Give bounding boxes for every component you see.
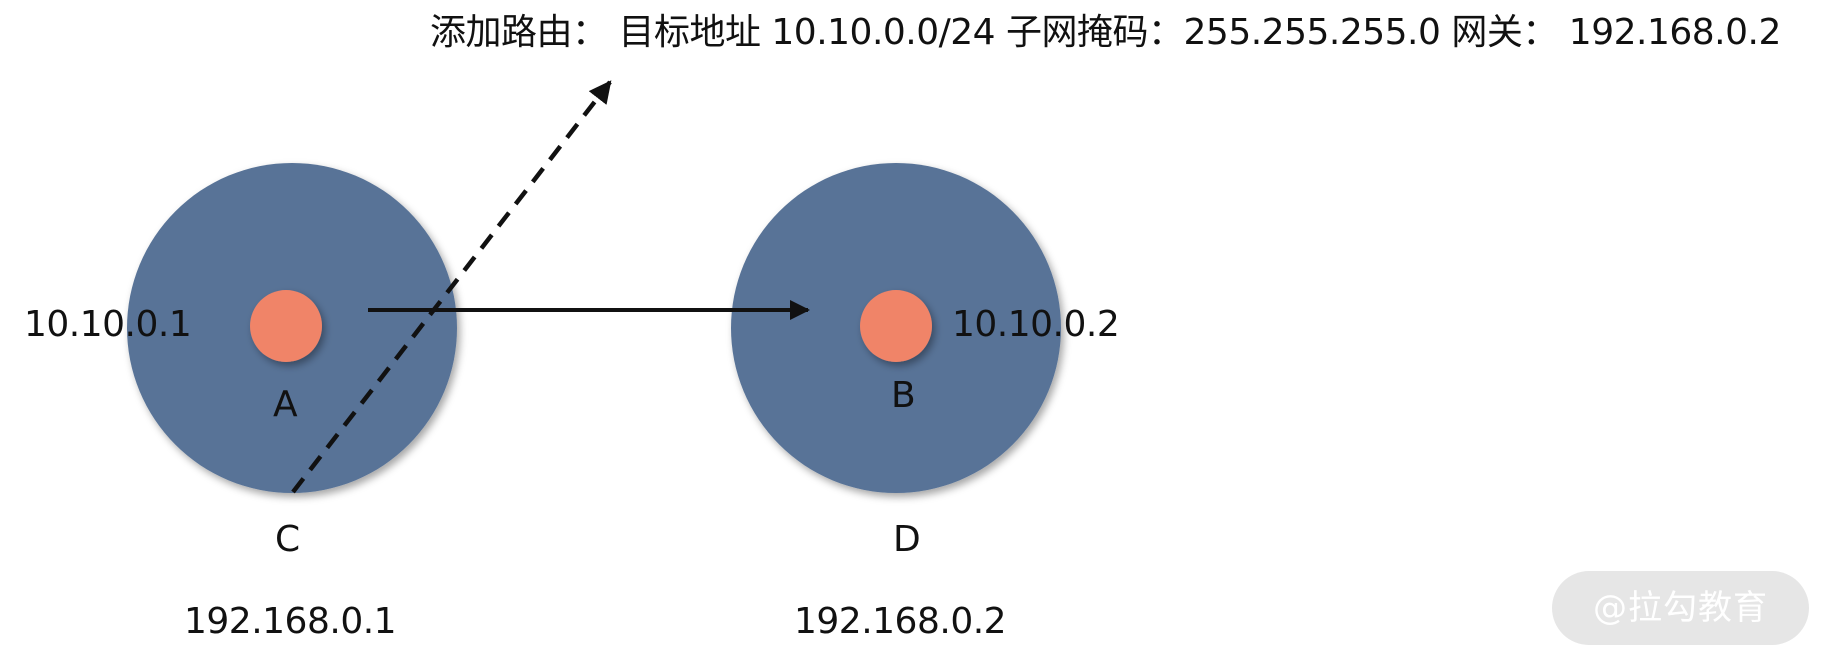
host-b-label: B bbox=[891, 375, 916, 416]
route-heading: 添加路由： 目标地址 10.10.0.0/24 子网掩码：255.255.255… bbox=[430, 12, 1781, 53]
host-c-label: C bbox=[275, 519, 301, 560]
route-dashed-arrow-c-to-gateway bbox=[291, 80, 612, 494]
host-a-inner-ip: 10.10.0.1 bbox=[24, 304, 192, 345]
host-c-ip: 192.168.0.1 bbox=[184, 601, 397, 642]
host-d-ip: 192.168.0.2 bbox=[794, 601, 1007, 642]
watermark-badge: @拉勾教育 bbox=[1552, 571, 1809, 645]
host-b-interface-dot bbox=[860, 290, 932, 362]
host-a-label: A bbox=[273, 384, 298, 425]
watermark-text: @拉勾教育 bbox=[1593, 588, 1768, 628]
host-d-label: D bbox=[893, 519, 921, 560]
host-a-interface-dot bbox=[250, 290, 322, 362]
host-b-inner-ip: 10.10.0.2 bbox=[952, 304, 1120, 345]
